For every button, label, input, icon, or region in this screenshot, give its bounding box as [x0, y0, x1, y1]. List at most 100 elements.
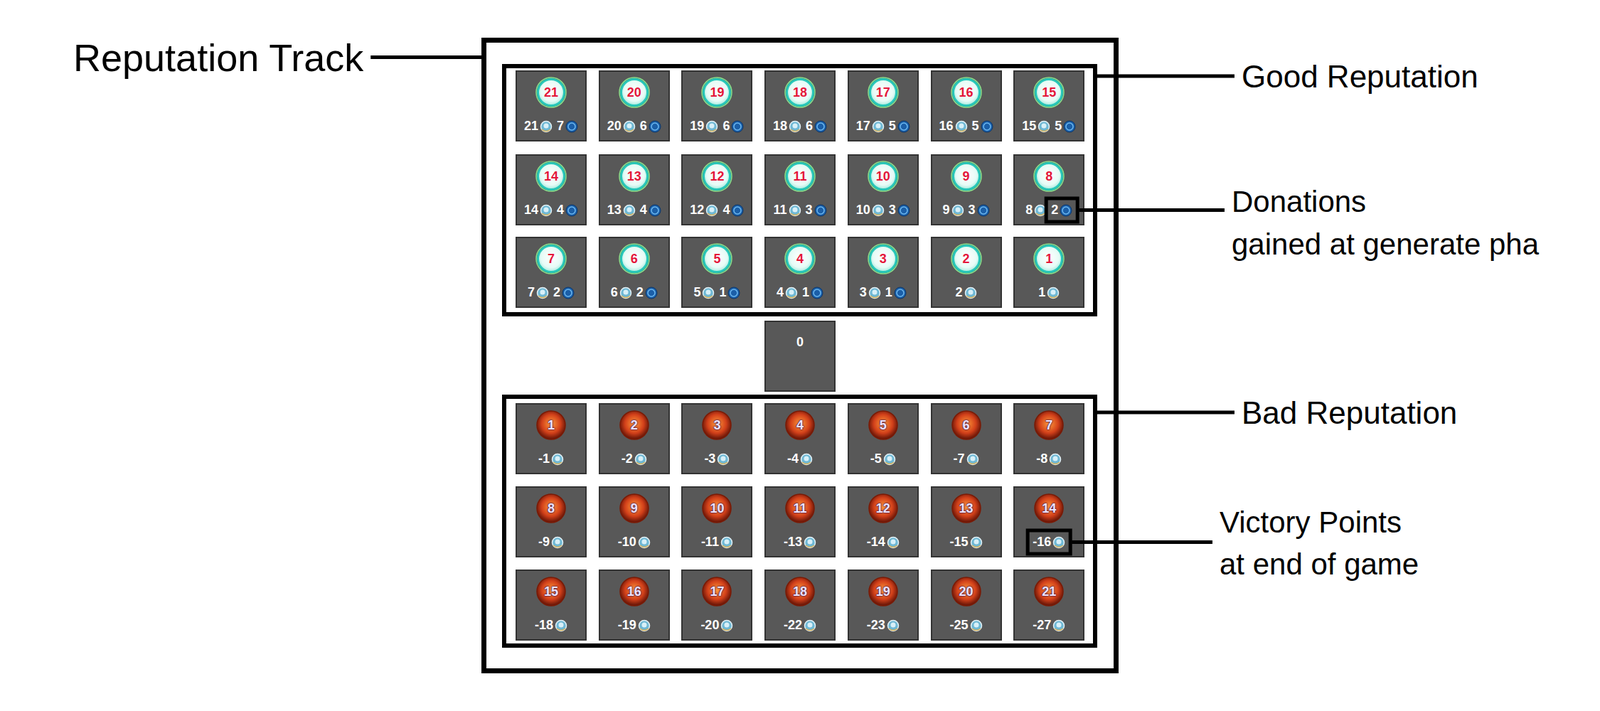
victory-point-icon [720, 536, 734, 549]
badge-fill [704, 246, 731, 273]
icon-laurel [957, 129, 966, 132]
reputation-level: 17 [876, 85, 891, 101]
reward-group: -7 [952, 451, 979, 467]
icon-ring [721, 620, 733, 631]
badge-fill [868, 494, 898, 523]
icon-laurel [790, 213, 800, 216]
icon-laurel [636, 462, 645, 465]
reward-group: -22 [783, 617, 817, 633]
victory-points-value: -20 [700, 617, 719, 633]
good-reputation-tile: 19196 [681, 70, 753, 142]
icon-core [792, 206, 798, 212]
good-reputation-tile: 17175 [847, 70, 919, 142]
coin-ring [651, 206, 659, 215]
reward-group: 4 [722, 202, 744, 218]
icon-ring [1035, 204, 1047, 216]
tile-reward-row: 82 [1014, 202, 1084, 218]
badge-outer-ring [1033, 161, 1064, 192]
icon-ring [1053, 620, 1065, 631]
icon-core [807, 622, 813, 628]
tile-reward-row: 155 [1014, 118, 1084, 134]
badge-fill [1034, 411, 1064, 440]
good-reputation-tile: 662 [598, 236, 670, 308]
callout-label-wrap: Donations [1231, 184, 1367, 220]
reputation-level: 15 [544, 584, 559, 600]
victory-point-icon [539, 204, 553, 217]
reward-group: 17 [856, 118, 885, 134]
badge-outer-ring [785, 243, 815, 274]
reputation-badge: 20 [618, 76, 650, 109]
victory-point-icon [701, 286, 715, 300]
icon-laurel [966, 295, 975, 298]
reward-group: 20 [607, 118, 636, 134]
reward-group: -16 [1032, 534, 1066, 550]
coin-body [731, 120, 744, 133]
icon-laurel [888, 545, 898, 548]
bad-reputation-tile: 13-15 [930, 486, 1002, 558]
reputation-badge: 1 [1033, 243, 1065, 275]
reward-group: 12 [689, 202, 719, 218]
reputation-badge: 8 [1033, 160, 1065, 192]
reputation-badge: 14 [535, 160, 567, 192]
reputation-badge: 3 [867, 243, 899, 275]
reward-group: 3 [805, 202, 828, 218]
callout-label: at end of game [1219, 547, 1419, 581]
icon-core [641, 622, 647, 628]
reputation-badge: 8 [535, 492, 567, 525]
reward-group: 6 [805, 118, 828, 134]
icon-laurel [640, 545, 649, 548]
reputation-badge: 16 [618, 576, 650, 608]
reputation-level: 13 [958, 501, 973, 517]
coin-ring [900, 123, 908, 131]
badge-fill [785, 494, 815, 523]
donation-coin-icon [731, 120, 744, 133]
badge-fill [868, 577, 898, 606]
badge-outer-ring [701, 243, 732, 274]
reputation-level: 3 [713, 418, 721, 434]
reputation-level: 12 [876, 501, 891, 517]
reputation-badge: 15 [1033, 76, 1065, 109]
reward-group: 8 [1025, 202, 1047, 218]
reward-group: 3 [968, 202, 990, 218]
icon-ring [556, 620, 567, 631]
reward-group: 13 [607, 202, 636, 218]
leader-line [1078, 208, 1225, 212]
coin-body [894, 287, 906, 299]
victory-point-icon [1052, 619, 1066, 633]
reputation-badge: 1 [535, 409, 567, 441]
victory-point-icon [868, 286, 882, 300]
victory-point-icon [622, 204, 636, 217]
donation-coin-icon [897, 204, 911, 217]
bad-reputation-tile: 8-9 [515, 486, 587, 558]
donation-value: 7 [556, 118, 564, 134]
bad-reputation-tile: 9-10 [598, 486, 670, 558]
reputation-level: 20 [958, 584, 973, 600]
reputation-badge: 21 [1033, 576, 1065, 608]
reward-group: 3 [888, 202, 911, 218]
icon-ring [552, 453, 564, 465]
badge-outer-ring [619, 243, 650, 274]
badge-fill [620, 79, 648, 106]
victory-points-value: -16 [1032, 534, 1052, 550]
reputation-badge: 6 [950, 409, 983, 441]
icon-laurel [805, 545, 815, 548]
icon-core [875, 123, 881, 128]
reputation-level: 14 [1041, 501, 1056, 517]
icon-laurel [640, 628, 649, 631]
frame-heading-wrap: Good Reputation [1241, 58, 1479, 96]
victory-point-icon [1037, 120, 1051, 133]
victory-points-value: 1 [1038, 285, 1046, 301]
reputation-badge: 2 [618, 409, 650, 441]
coin-body [898, 120, 910, 133]
bad-reputation-tile: 2-2 [598, 403, 670, 475]
victory-points-value: -5 [870, 451, 882, 467]
bad-reputation-tile: 5-5 [847, 403, 919, 475]
reputation-badge: 11 [784, 492, 816, 525]
badge-fill [787, 163, 814, 190]
reward-group: -20 [700, 617, 734, 633]
donation-value: 4 [556, 202, 564, 218]
reward-group: 2 [553, 285, 575, 301]
badge-outer-ring [951, 243, 982, 274]
reputation-level: 11 [793, 169, 808, 185]
reward-group: 3 [859, 285, 882, 301]
